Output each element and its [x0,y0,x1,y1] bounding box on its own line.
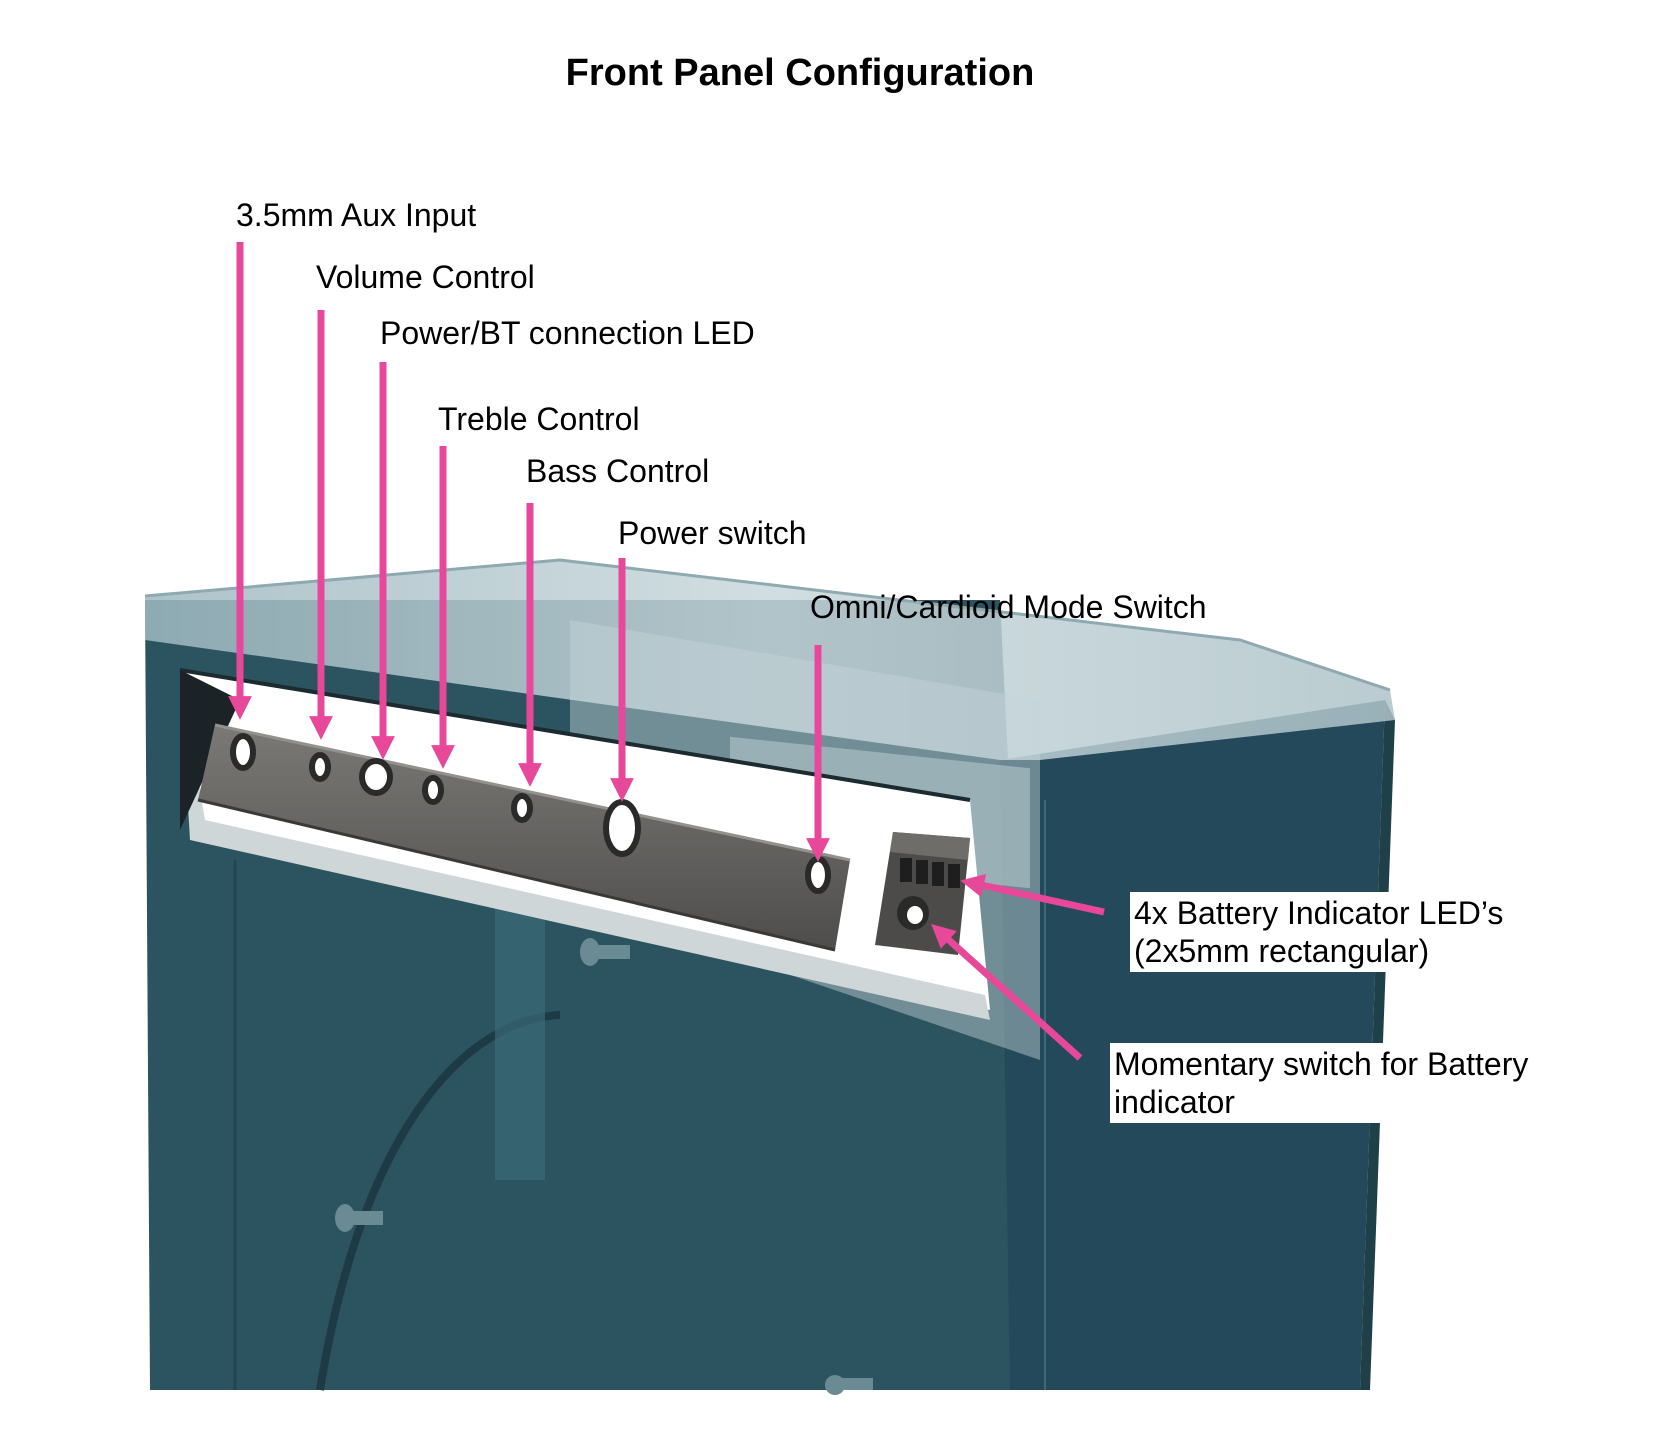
label-bass-control: Bass Control [526,453,710,489]
bracket-hole [230,733,831,894]
battery-led [900,858,960,888]
label-battery-leds-line1: 4x Battery Indicator LED’s [1134,895,1504,931]
screw [335,938,873,1395]
diagram-title: Front Panel Configuration [565,52,1035,94]
arrow-battery-leds [960,873,1105,916]
battery-indicator-module [875,832,970,955]
arrow-momentary [931,924,1083,1061]
label-treble-control: Treble Control [438,401,640,437]
label-battery-leds: 4x Battery Indicator LED’s (2x5mm rectan… [1130,892,1508,972]
label-momentary-switch: Momentary switch for Battery indicator [1110,1043,1533,1123]
label-power-switch: Power switch [618,515,807,551]
label-volume-control: Volume Control [316,259,535,295]
label-mode-switch: Omni/Cardioid Mode Switch [810,589,1207,625]
label-momentary-line1: Momentary switch for Battery [1114,1046,1529,1082]
label-battery-leds-line2: (2x5mm rectangular) [1134,933,1430,969]
control-bracket [197,723,851,952]
label-momentary-line2: indicator [1114,1084,1235,1120]
label-led: Power/BT connection LED [380,315,755,351]
callout-arrows [228,242,1105,1061]
label-aux-input: 3.5mm Aux Input [236,197,477,233]
